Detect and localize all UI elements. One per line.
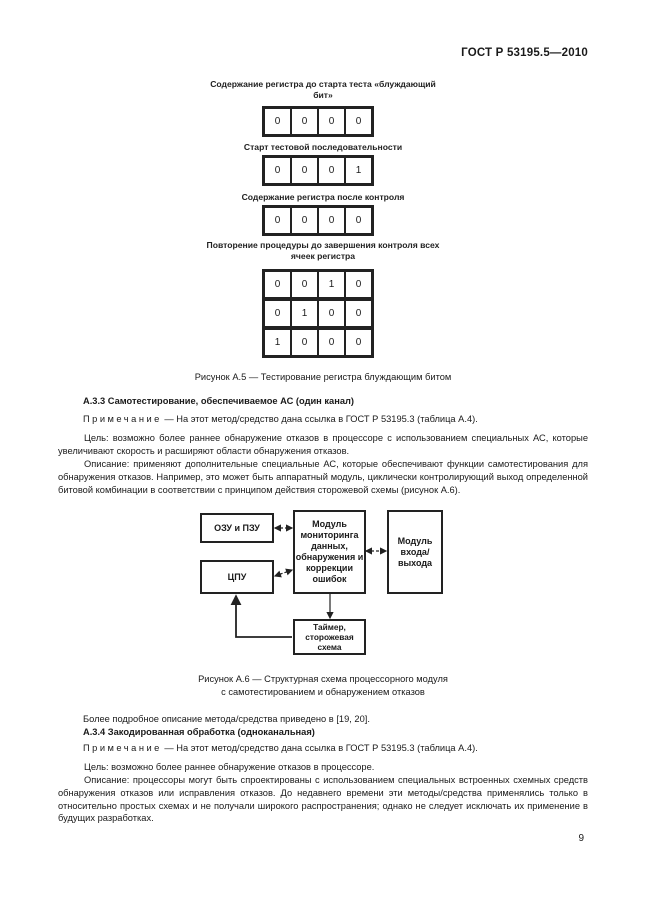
register-grid-row: 0 1 0 0 (262, 298, 374, 329)
section-a34-description: Описание: процессоры могут быть спроекти… (58, 775, 588, 824)
section-a33-description: Описание: применяют дополнительные специ… (58, 459, 588, 495)
cpu-monitor-connector (273, 568, 294, 578)
monitor-module-block: Модуль мониторинга данных, обнаружения и… (293, 510, 366, 594)
section-a33-note: Примечание — На этот метод/средство дана… (83, 414, 478, 424)
page-number: 9 (578, 833, 584, 844)
note-label: Примечание (83, 414, 162, 424)
register-cell: 1 (344, 156, 373, 185)
register-grid: 0 0 1 0 0 1 0 0 1 0 0 0 (262, 269, 374, 358)
figure-a5-caption: Рисунок А.5 — Тестирование регистра блуж… (194, 372, 452, 382)
register-cell: 0 (344, 299, 373, 328)
more-info-text: Более подробное описание метода/средства… (83, 714, 370, 724)
note-text: — На этот метод/средство дана ссылка в Г… (161, 743, 478, 753)
note-label: Примечание (83, 743, 162, 753)
section-a33-heading: А.3.3 Самотестирование, обеспечиваемое А… (83, 396, 354, 406)
register-cell: 0 (263, 299, 292, 328)
figure-a6-caption: Рисунок А.6 — Структурная схема процессо… (100, 673, 546, 699)
register-cell: 0 (317, 206, 346, 235)
note-text: — На этот метод/средство дана ссылка в Г… (161, 414, 478, 424)
timer-watchdog-block: Таймер, сторожевая схема (293, 619, 366, 655)
register-grid-row: 1 0 0 0 (262, 327, 374, 358)
figure-a6-caption-line1: Рисунок А.6 — Структурная схема процессо… (198, 674, 448, 684)
register-row-3: 0 0 0 0 (262, 205, 374, 236)
register-caption-4: Повторение процедуры до завершения контр… (206, 240, 440, 261)
register-cell: 0 (290, 206, 319, 235)
section-a33-goal: Цель: возможно более раннее обнаружение … (58, 433, 588, 456)
timer-cpu-connector (230, 594, 292, 638)
register-row-1: 0 0 0 0 (262, 106, 374, 137)
register-cell: 0 (344, 328, 373, 357)
register-cell: 0 (263, 107, 292, 136)
register-cell: 1 (290, 299, 319, 328)
section-a34-heading: А.3.4 Закодированная обработка (однокана… (83, 727, 315, 737)
section-a34-goal: Цель: возможно более раннее обнаружение … (84, 762, 375, 772)
register-caption-1: Содержание регистра до старта теста «блу… (210, 79, 436, 100)
standard-header: ГОСТ Р 53195.5—2010 (461, 47, 588, 59)
register-caption-2: Старт тестовой последовательности (243, 142, 403, 152)
register-cell: 0 (317, 328, 346, 357)
cpu-block: ЦПУ (200, 560, 274, 594)
ozu-pzu-block: ОЗУ и ПЗУ (200, 513, 274, 543)
register-cell: 0 (344, 107, 373, 136)
io-module-block: Модуль входа/ выхода (387, 510, 443, 594)
register-cell: 0 (344, 206, 373, 235)
register-grid-row: 0 0 1 0 (262, 269, 374, 300)
figure-a6-caption-line2: с самотестированием и обнаружением отказ… (221, 687, 425, 697)
register-caption-3: Содержание регистра после контроля (241, 192, 405, 202)
section-a34-note: Примечание — На этот метод/средство дана… (83, 743, 478, 753)
register-row-2: 0 0 0 1 (262, 155, 374, 186)
register-cell: 0 (263, 156, 292, 185)
register-cell: 0 (344, 270, 373, 299)
